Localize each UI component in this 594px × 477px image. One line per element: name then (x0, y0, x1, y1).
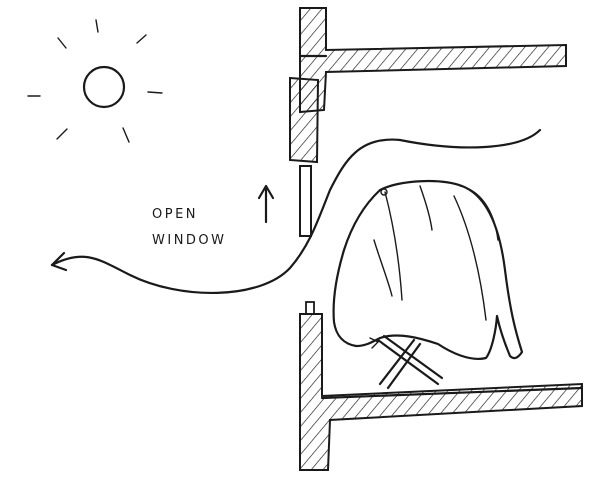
open-window-sash (290, 78, 318, 236)
draped-cloth (334, 181, 522, 359)
arrow-up-icon (259, 186, 273, 222)
sun-icon (28, 20, 162, 142)
window-label: WINDOW (152, 233, 227, 248)
open-label: OPEN (152, 207, 198, 222)
lower-wall (300, 302, 582, 470)
cross-mark-icon (370, 336, 442, 388)
upper-wall (300, 8, 566, 112)
